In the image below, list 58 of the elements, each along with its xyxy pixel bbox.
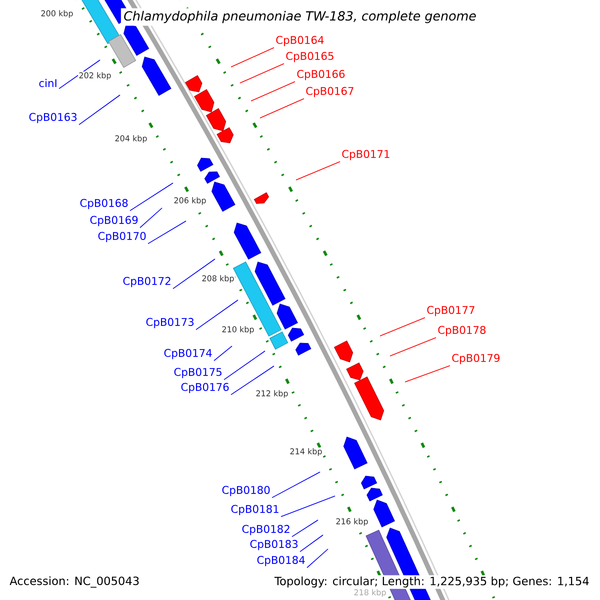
scale-label: 216 kbp [335, 517, 369, 527]
gene-label: CpB0175 [174, 368, 222, 378]
gene-label: CpB0169 [90, 216, 138, 226]
gene-label: CpB0164 [276, 36, 324, 46]
gene-label: CpB0176 [181, 382, 229, 394]
gene-label: CpB0174 [164, 348, 212, 360]
leader-line [272, 472, 320, 498]
leader-line [296, 161, 340, 180]
gene-label: CpB0177 [427, 306, 474, 316]
gene-label: CpB0173 [146, 318, 194, 328]
leader-line [280, 496, 336, 518]
leader-line [306, 548, 328, 568]
leader-line [230, 366, 274, 396]
scale-label: 206 kbp [173, 196, 207, 206]
leader-line [390, 337, 436, 356]
leader-line [172, 258, 216, 290]
leader-line [214, 346, 232, 362]
gene-label: CpB0163 [29, 112, 77, 124]
leader-line [230, 47, 274, 68]
scale-label: 204 kbp [114, 134, 148, 144]
gene-label: CpB0182 [242, 524, 290, 536]
leader-line [300, 534, 324, 552]
leader-line [292, 520, 318, 538]
accession-label: Accession: NC_005043 [8, 575, 141, 589]
gene-label: CpB0170 [98, 232, 146, 242]
leader-line [380, 317, 426, 336]
leader-line [196, 300, 238, 330]
gene-label: CpB0171 [342, 150, 390, 160]
leader-line [130, 182, 174, 212]
genome-info-label: Topology: circular; Length: 1,225,935 bp; Genes: 1,154 [273, 575, 591, 589]
scale-label: 214 kbp [289, 447, 323, 457]
gene-label: CpB0179 [452, 354, 500, 364]
leader-line [240, 63, 284, 84]
leader-line [148, 220, 186, 244]
scale-label: 202 kbp [78, 71, 112, 81]
title: Chlamydophila pneumoniae TW-183, complete genome [120, 8, 480, 26]
gene-label: CpB0166 [297, 70, 345, 80]
leader-line [78, 94, 120, 126]
leader-line [250, 81, 296, 102]
gene-label: CpB0165 [286, 52, 334, 62]
leader-line [58, 60, 100, 90]
scale-label: 212 kbp [255, 389, 289, 399]
gene-label: cinI [39, 78, 56, 88]
leader-line [404, 365, 450, 382]
gene-label: CpB0181 [231, 504, 278, 516]
leader-line [140, 208, 162, 228]
scale-label: 208 kbp [201, 274, 235, 284]
scale-label: 200 kbp [40, 9, 74, 19]
gene-label: CpB0167 [306, 86, 354, 98]
gene-label: CpB0180 [222, 486, 270, 496]
scale-label: 210 kbp [221, 325, 255, 335]
gene-label: CpB0168 [80, 198, 128, 210]
gene-label: CpB0184 [257, 556, 305, 566]
gene-label: CpB0172 [123, 276, 170, 288]
leader-line [260, 98, 304, 118]
leader-line [224, 350, 266, 380]
gene-label: CpB0178 [438, 326, 486, 336]
gene-label: CpB0183 [250, 540, 298, 550]
